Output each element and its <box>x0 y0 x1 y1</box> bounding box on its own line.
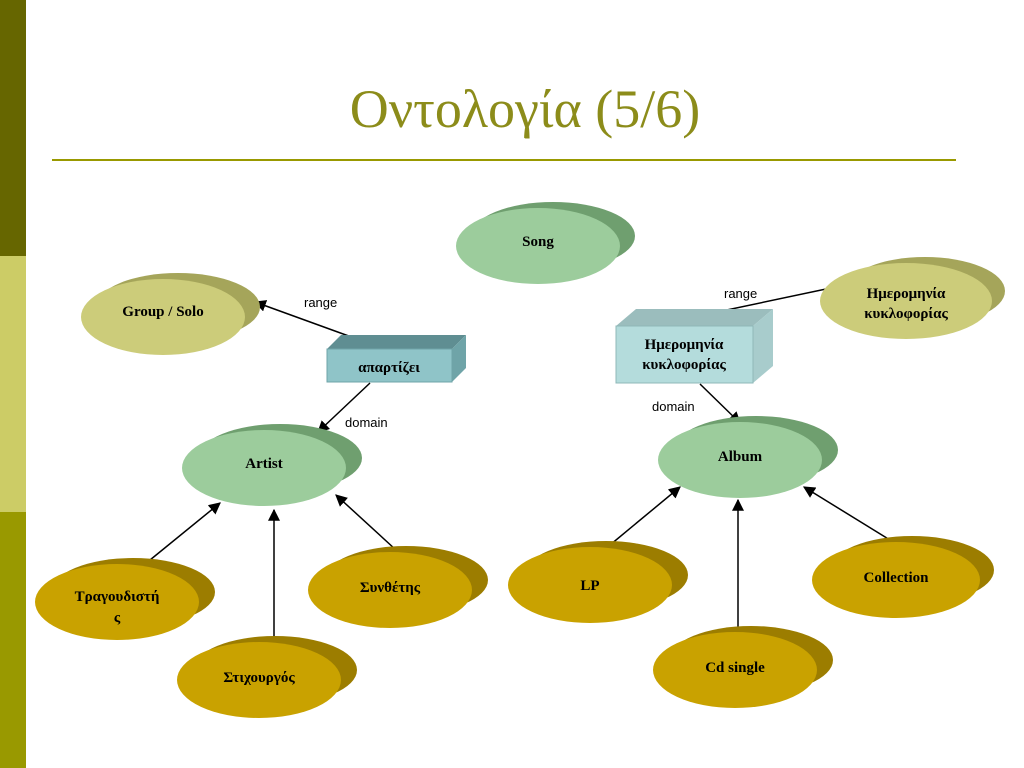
node-singer-line1: Τραγουδιστή <box>75 589 160 605</box>
sidebar-stripe-top <box>0 0 26 256</box>
node-song: Song <box>456 202 635 284</box>
node-cd-single: Cd single <box>653 626 833 708</box>
node-lyricist-label: Στιχουργός <box>223 670 295 686</box>
edge-label-range-right: range <box>724 286 757 301</box>
node-release-date: Ημερομηνία κυκλοφορίας <box>820 257 1005 339</box>
node-artist-label: Artist <box>245 456 283 472</box>
edge-collection-album <box>802 486 891 541</box>
edge-composer-artist <box>335 494 397 551</box>
node-cd-single-label: Cd single <box>705 660 765 676</box>
node-release-date-property: Ημερομηνία κυκλοφορίας <box>615 309 773 384</box>
edge-label-range-left: range <box>304 295 337 310</box>
edge-aparti-domain <box>317 382 371 433</box>
node-lyricist: Στιχουργός <box>177 636 357 718</box>
sidebar-stripe-middle <box>0 256 26 512</box>
node-composer-label: Συνθέτης <box>360 580 421 596</box>
node-singer-line2: ς <box>114 610 121 626</box>
node-aparti-zei: απαρτίζει <box>326 335 466 383</box>
node-album-label: Album <box>718 449 763 465</box>
edge-singer-artist <box>149 502 221 561</box>
node-release-date-line2: κυκλοφορίας <box>864 306 948 322</box>
node-lp-label: LP <box>580 578 599 594</box>
node-release-date-property-line2: κυκλοφορίας <box>642 357 726 373</box>
edge-label-domain-right: domain <box>652 399 695 414</box>
sidebar-stripe-bottom <box>0 512 26 768</box>
node-release-date-line1: Ημερομηνία <box>867 286 946 302</box>
edge-lp-album <box>609 486 681 546</box>
node-album: Album <box>658 416 838 498</box>
node-collection: Collection <box>812 536 994 618</box>
title-divider <box>52 159 956 161</box>
node-composer: Συνθέτης <box>308 546 488 628</box>
node-group-solo: Group / Solo <box>81 273 260 355</box>
node-group-solo-label: Group / Solo <box>122 304 203 320</box>
node-singer: Τραγουδιστή ς <box>35 558 215 640</box>
slide-title: Οντολογία (5/6) <box>349 79 701 139</box>
node-aparti-zei-label: απαρτίζει <box>358 360 420 376</box>
node-song-label: Song <box>522 234 554 250</box>
edge-release-domain <box>699 383 741 424</box>
node-artist: Artist <box>182 424 362 506</box>
edge-label-domain-left: domain <box>345 415 388 430</box>
node-lp: LP <box>508 541 688 623</box>
node-release-date-property-line1: Ημερομηνία <box>645 337 724 353</box>
node-collection-label: Collection <box>864 570 930 586</box>
